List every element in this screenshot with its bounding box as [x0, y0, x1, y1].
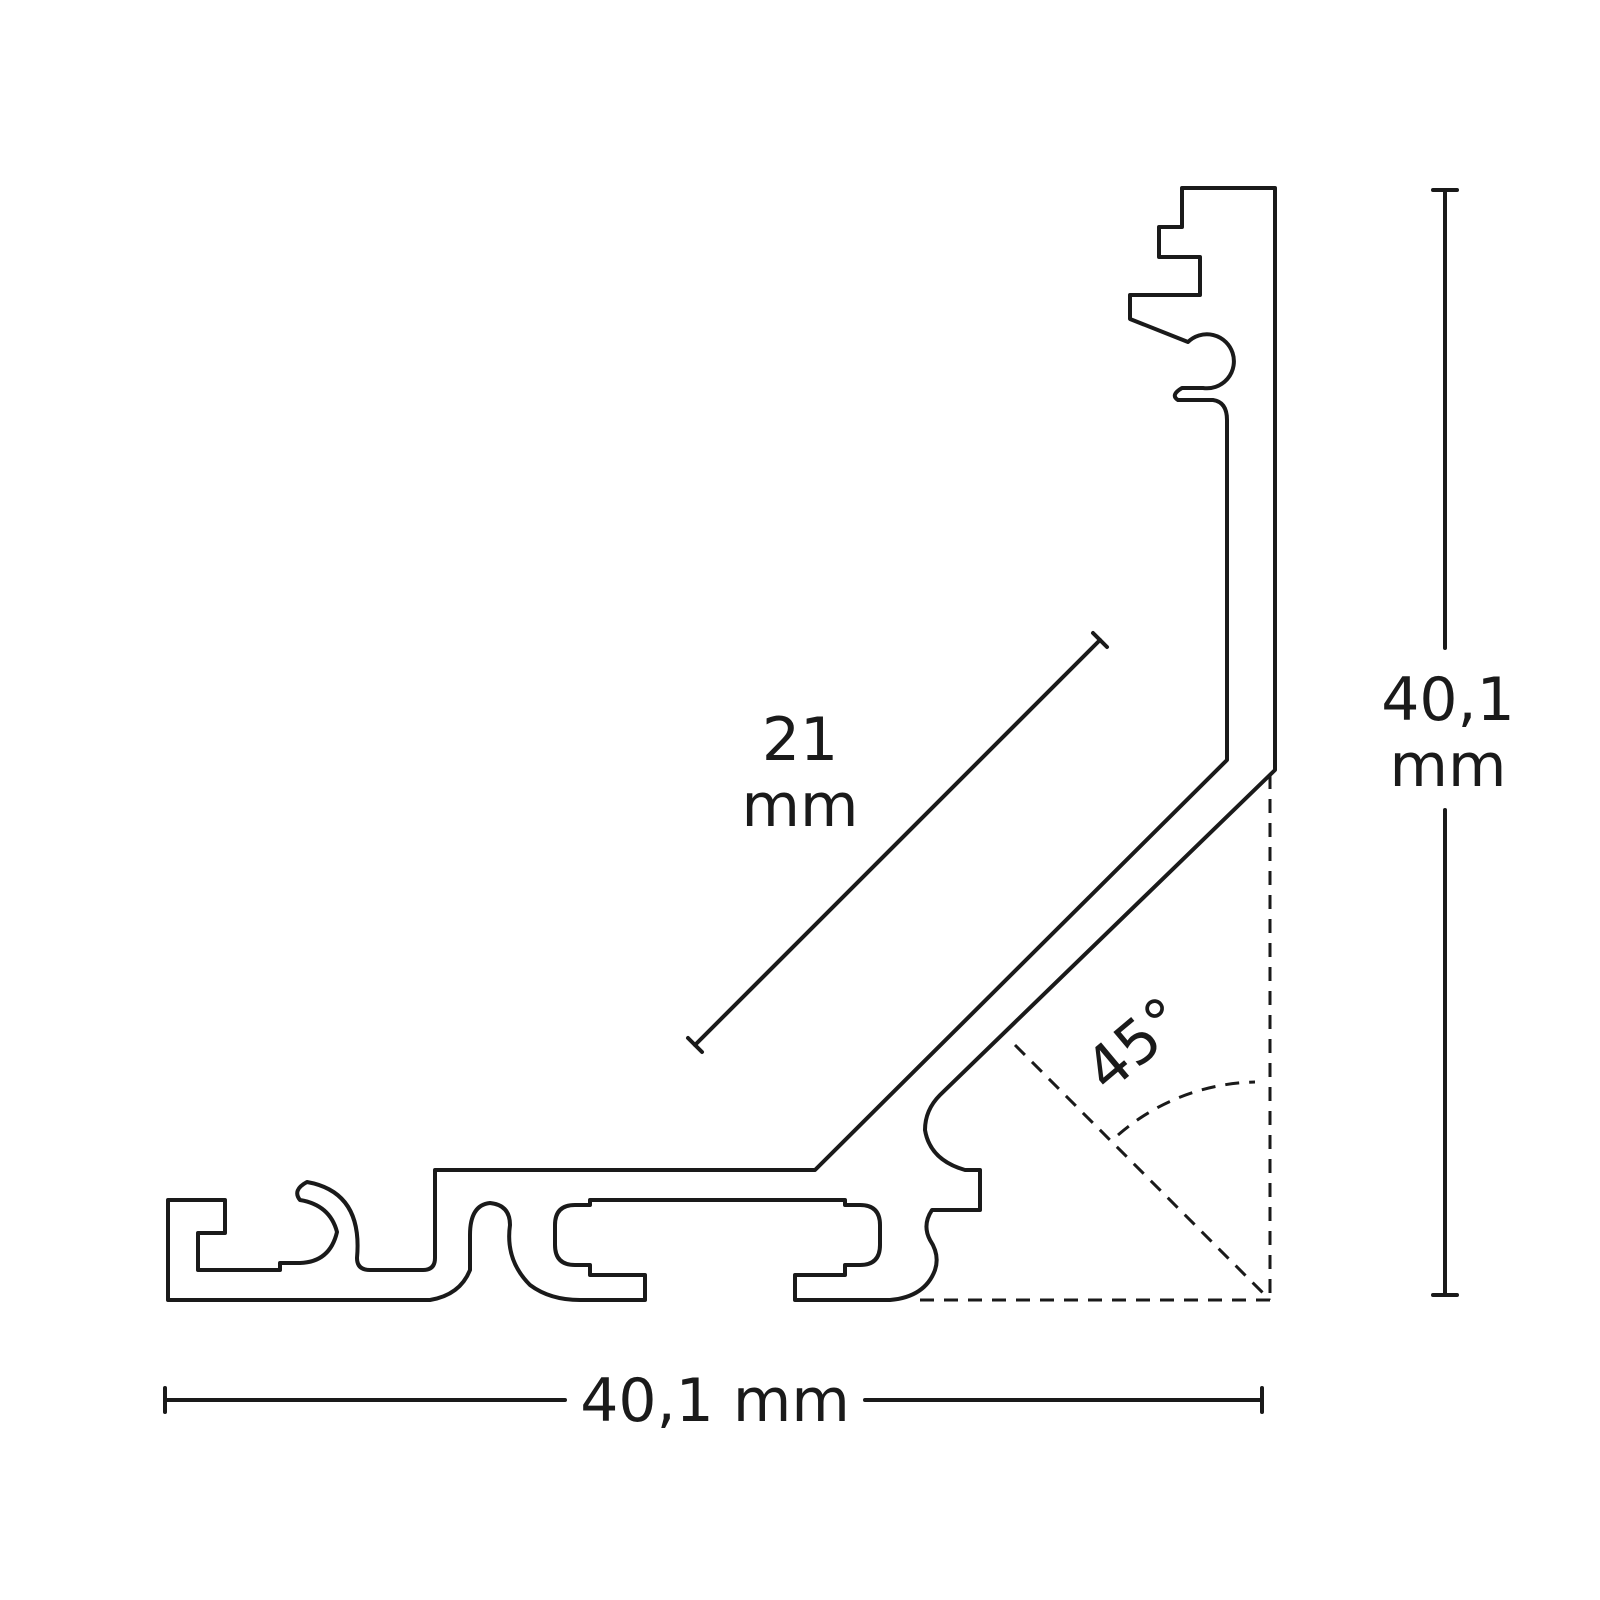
profile-outline [166, 186, 1277, 1302]
height-value-label: 40,1 [1381, 665, 1515, 735]
angle-label: 45° [1072, 984, 1198, 1106]
bisector-line [1013, 1043, 1272, 1302]
width-label: 40,1 mm [580, 1366, 850, 1436]
height-unit-label: mm [1390, 731, 1507, 801]
diagonal-value-label: 21 [762, 705, 838, 775]
diagonal-dimension-line [693, 638, 1102, 1047]
diagonal-dimension-tick-start [686, 1036, 704, 1054]
diagonal-dimension-tick-end [1091, 631, 1109, 649]
diagonal-unit-label: mm [742, 771, 859, 841]
angle-arc [1117, 1080, 1256, 1137]
